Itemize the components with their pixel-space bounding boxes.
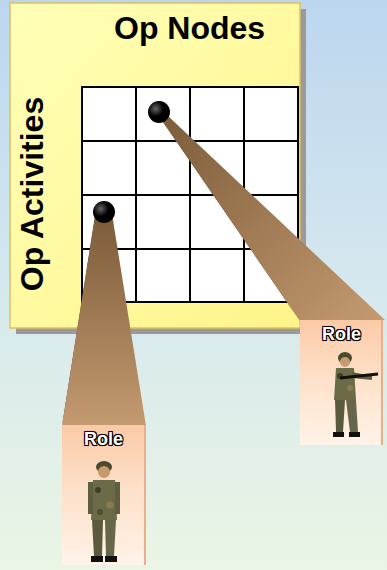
axis-heading: Op Nodes: [114, 12, 265, 44]
matrix-dot: [148, 101, 170, 123]
axis-heading-vertical: Op Activities: [16, 97, 48, 291]
beam: [152, 106, 385, 321]
yellow-panel: [10, 3, 300, 328]
role-label: Role: [84, 430, 123, 448]
matrix-dot: [93, 201, 115, 223]
soldier-standing: [88, 461, 120, 562]
role-label: Role: [322, 325, 361, 343]
soldier-aiming: [333, 352, 378, 437]
role-box: Role: [300, 320, 383, 445]
matrix-panel: Op Nodes Op Activities: [10, 3, 300, 328]
role-box: Role: [62, 425, 146, 565]
beam: [62, 210, 146, 426]
